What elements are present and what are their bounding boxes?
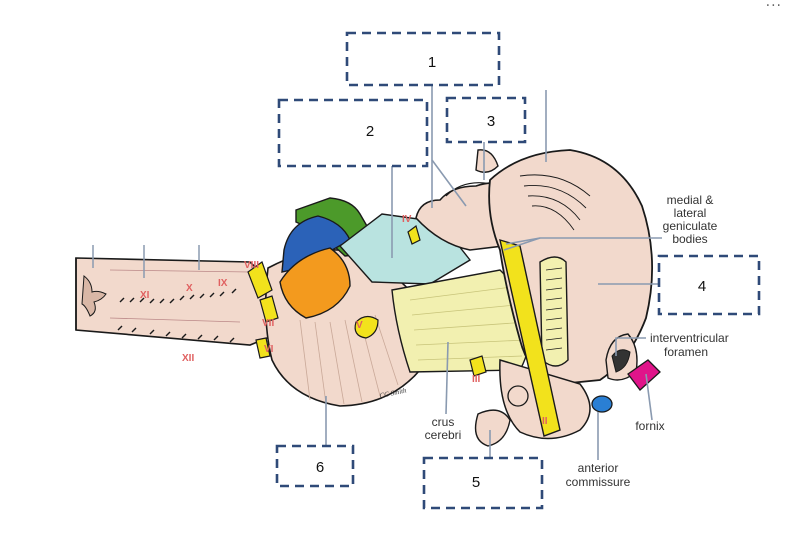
- svg-text:interventricular: interventricular: [650, 331, 729, 345]
- nerve-ix-label: IX: [218, 278, 228, 289]
- nerve-v: [354, 315, 379, 339]
- svg-text:foramen: foramen: [664, 345, 708, 359]
- answer-box-2[interactable]: [277, 98, 429, 168]
- svg-text:bodies: bodies: [672, 232, 707, 246]
- answer-box-3[interactable]: [445, 96, 527, 144]
- nerve-viii-label: VIII: [244, 260, 259, 271]
- answer-box-2-number: 2: [366, 123, 374, 140]
- svg-text:crus: crus: [432, 415, 455, 429]
- answer-box-4[interactable]: [657, 254, 761, 316]
- mammillary-body: [507, 385, 529, 407]
- nerve-vii: [259, 295, 279, 323]
- svg-text:lateral: lateral: [674, 206, 707, 220]
- interventricular-foramen-label: interventricular foramen: [650, 331, 729, 359]
- orange-region: [279, 247, 351, 319]
- answer-box-4-number: 4: [698, 278, 706, 295]
- answer-box-5-number: 5: [472, 474, 480, 491]
- svg-text:medial &: medial &: [667, 193, 714, 207]
- striated-body: [539, 256, 569, 367]
- nerve-v-label: V: [356, 320, 363, 331]
- fornix-marker: [627, 359, 661, 391]
- nerve-iv: [407, 224, 421, 245]
- svg-text:geniculate: geniculate: [663, 219, 718, 233]
- nerve-viii: [247, 261, 273, 299]
- anterior-commissure-marker: [591, 395, 613, 413]
- svg-text:cerebri: cerebri: [425, 428, 462, 442]
- answer-box-6-number: 6: [316, 459, 324, 476]
- answer-box-1[interactable]: [345, 31, 501, 87]
- nerve-xii-label: XII: [182, 353, 194, 364]
- nerve-vi: [255, 337, 271, 359]
- anterior-commissure-label: anterior commissure: [566, 461, 631, 489]
- answer-box-3-number: 3: [487, 113, 495, 130]
- geniculate-bodies-label: medial & lateral geniculate bodies: [663, 193, 718, 246]
- nerve-ii-label: II: [542, 416, 548, 427]
- more-dots-icon[interactable]: ...: [765, 0, 782, 10]
- svg-text:anterior: anterior: [578, 461, 619, 475]
- nerve-vi-label: VI: [264, 344, 274, 355]
- nerve-xi-label: XI: [140, 290, 150, 301]
- svg-text:commissure: commissure: [566, 475, 631, 489]
- crus-cerebri-label: crus cerebri: [425, 415, 462, 442]
- fornix-label: fornix: [635, 419, 664, 433]
- optic-tract: [499, 238, 561, 437]
- nerve-iv-label: IV: [402, 214, 412, 225]
- nerve-x-label: X: [186, 283, 193, 294]
- pituitary: [474, 409, 511, 447]
- answer-box-6[interactable]: [275, 444, 355, 488]
- nerve-vii-label: VII: [262, 318, 274, 329]
- spinal-cord: [75, 245, 291, 346]
- nerve-iii: [469, 355, 487, 377]
- answer-box-1-number: 1: [428, 54, 436, 71]
- nerve-iii-label: III: [472, 374, 481, 385]
- answer-box-5[interactable]: [422, 456, 544, 510]
